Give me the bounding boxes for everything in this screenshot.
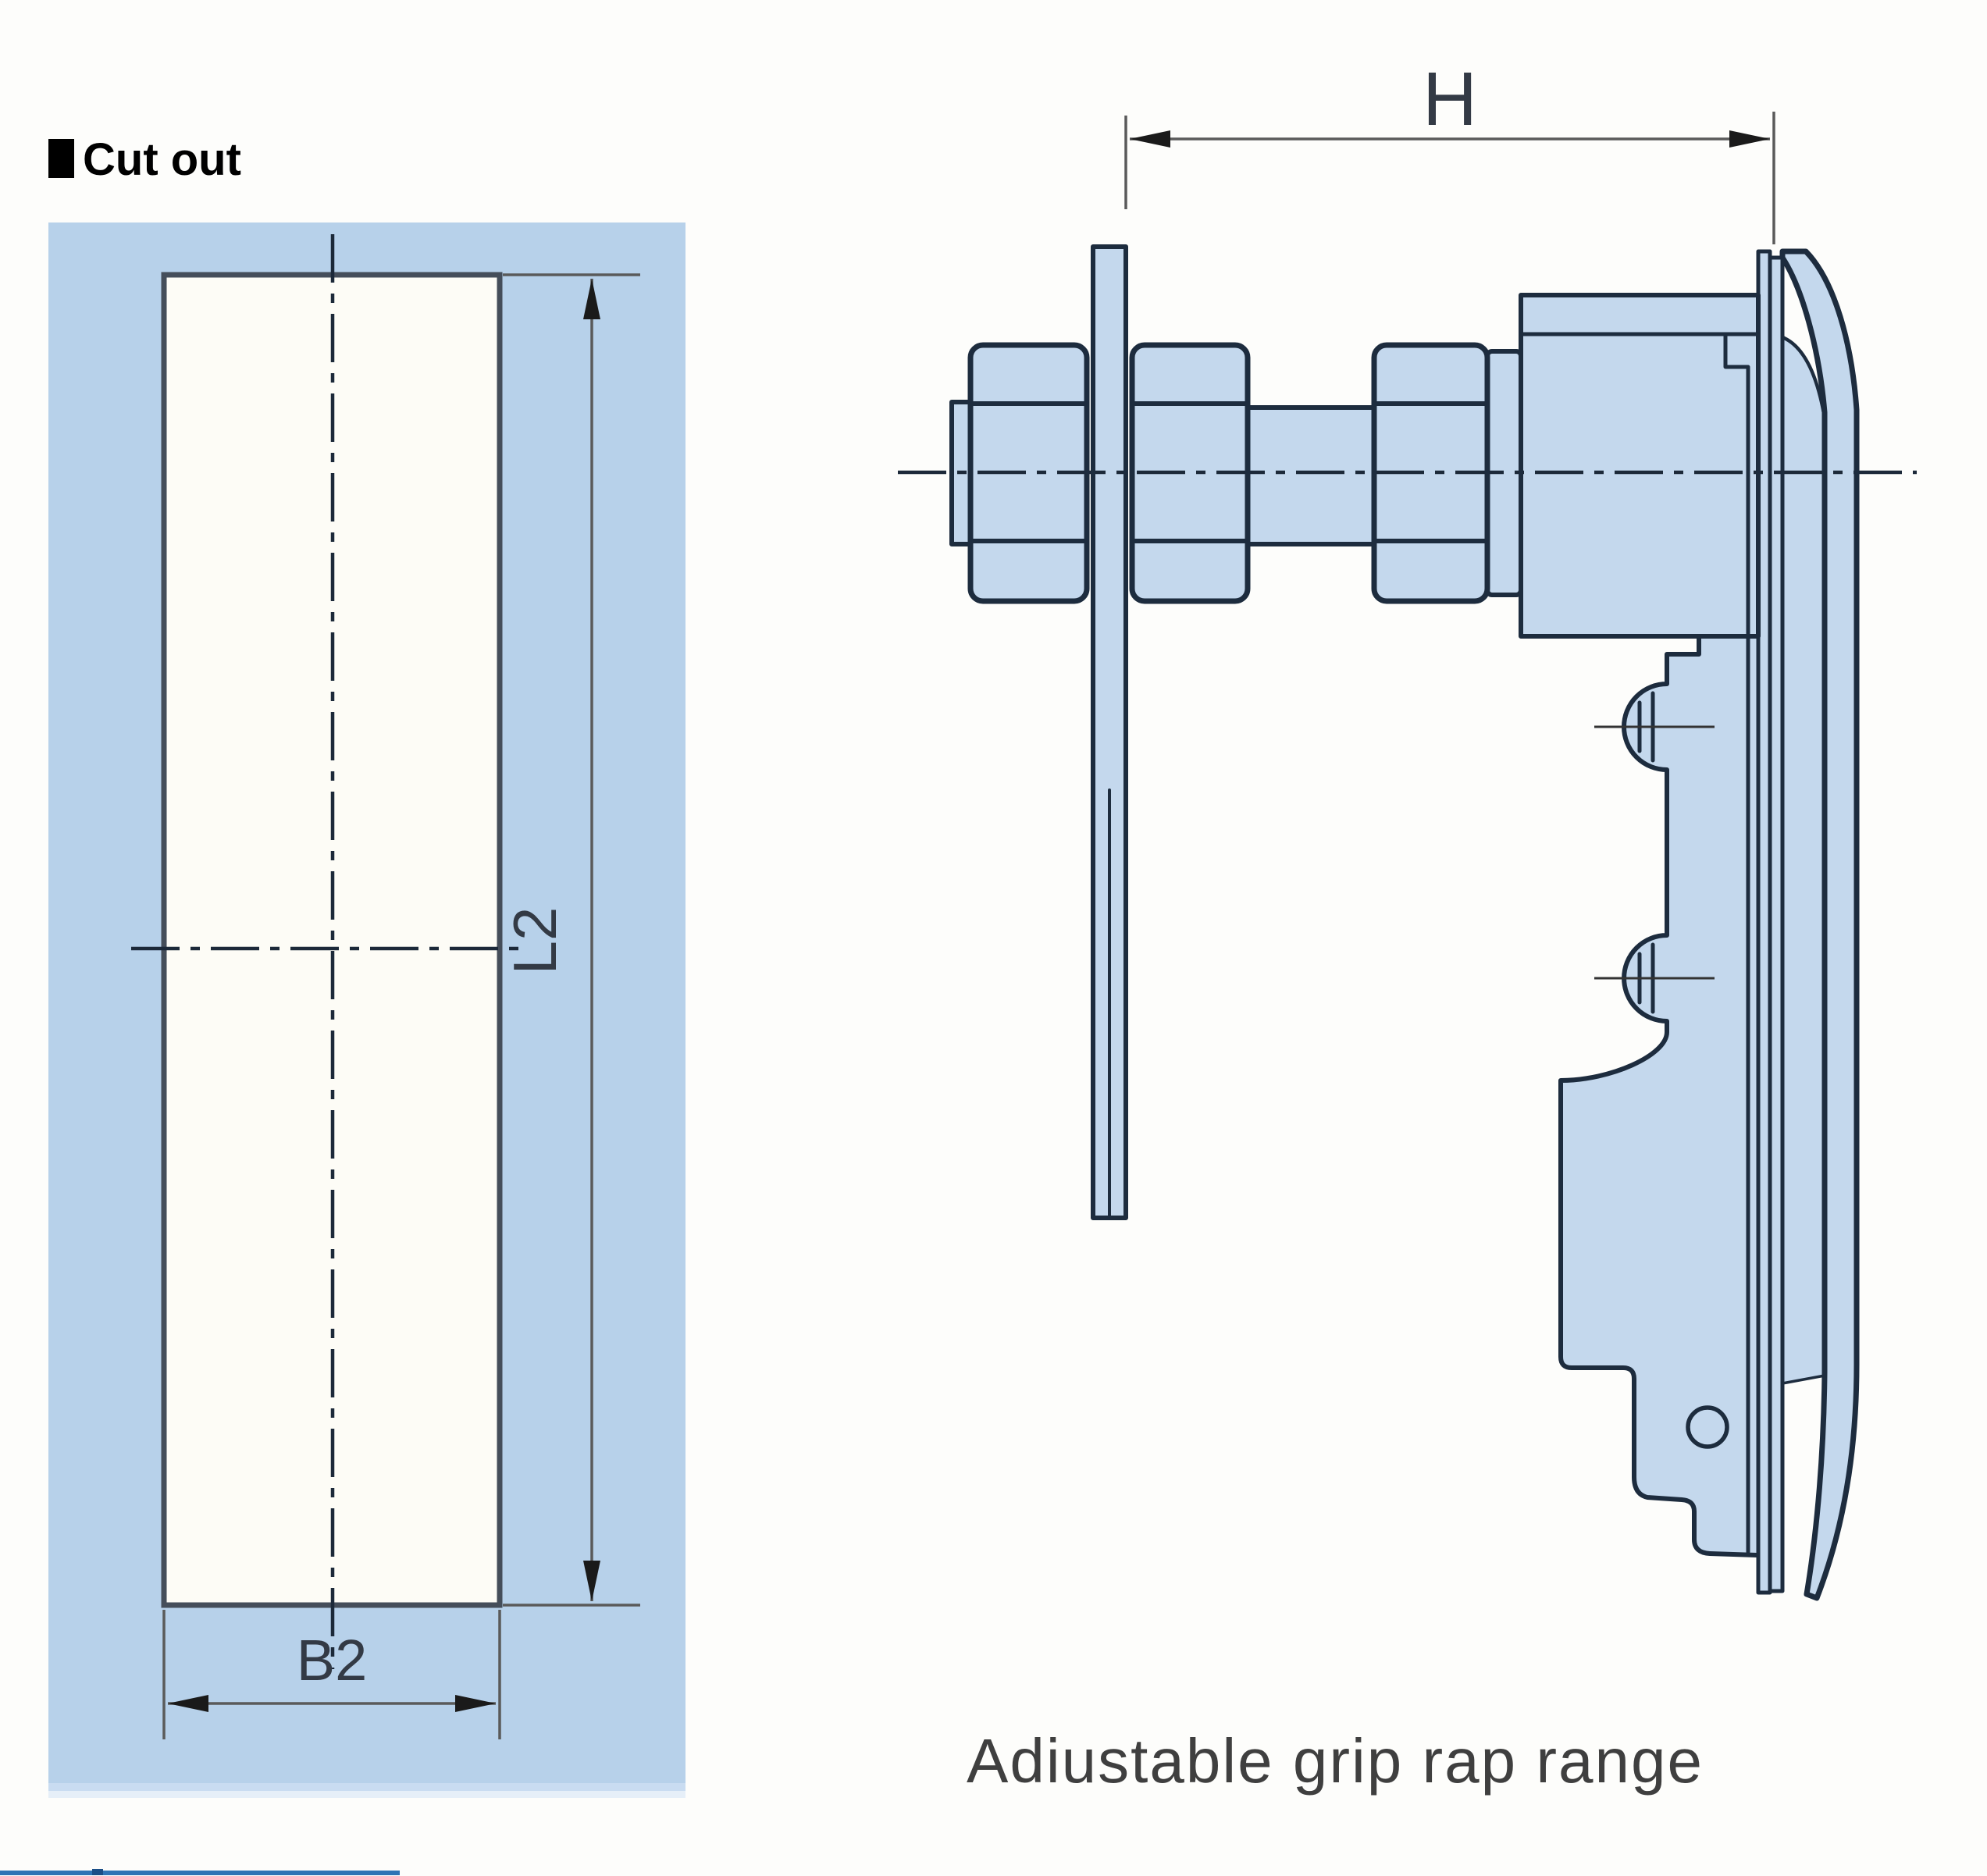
latch-fills (952, 247, 1857, 1598)
caption-text: Adiustable grip rap range (967, 1726, 1704, 1796)
mounting-hole (1686, 1405, 1729, 1449)
mount-plate2-fill (1770, 258, 1782, 1591)
latch-side-view: H Adiustable grip rap range (898, 56, 1917, 1796)
bottom-rule-tick (92, 1869, 103, 1875)
gasket-fill (1782, 337, 1825, 1383)
cutout-centerlines (131, 234, 522, 1669)
gasket-bottom-edge (1781, 1374, 1826, 1385)
section-title: Cut out (83, 134, 241, 185)
cutout-drawing: L2 B2 (48, 222, 685, 1798)
l2-dimension (503, 273, 640, 1607)
latch-outlines (949, 244, 1860, 1601)
bottom-rule-line (0, 1871, 400, 1875)
nut1-fill (970, 345, 1087, 601)
backplate-edge (1723, 332, 1750, 1554)
b2-label: B2 (297, 1628, 368, 1693)
flange-skin-fill (1782, 251, 1857, 1598)
h-dimension (1124, 112, 1775, 244)
panel-fade-strip-1 (48, 1783, 685, 1791)
l2-label: L2 (500, 907, 569, 975)
bracket-fill (1561, 636, 1757, 1555)
mount-plate1-fill (1758, 251, 1770, 1593)
nut3-fill (1374, 345, 1487, 601)
bottom-rule-fragment (0, 1869, 400, 1875)
nut2-chamfer-lines (1130, 401, 1250, 543)
nut1-outline (967, 342, 1090, 604)
b2-dimension (162, 1610, 501, 1739)
section-header: Cut out (48, 134, 241, 185)
screw-crosshairs (1594, 725, 1715, 980)
shaft-fill (1248, 408, 1374, 544)
flange-skin-outline (1779, 248, 1860, 1601)
bracket-profile (1558, 634, 1759, 1557)
body-fill (1521, 295, 1758, 636)
mount-plate2-outline (1768, 255, 1785, 1593)
nut3-chamfer-lines (1372, 401, 1490, 543)
washer-fill (1487, 351, 1521, 595)
h-label: H (1423, 56, 1477, 141)
legend-square-icon (48, 139, 74, 178)
nut1-chamfer-lines (968, 401, 1089, 543)
panel-fade-strip-2 (48, 1791, 685, 1798)
nut2-fill (1132, 345, 1248, 601)
